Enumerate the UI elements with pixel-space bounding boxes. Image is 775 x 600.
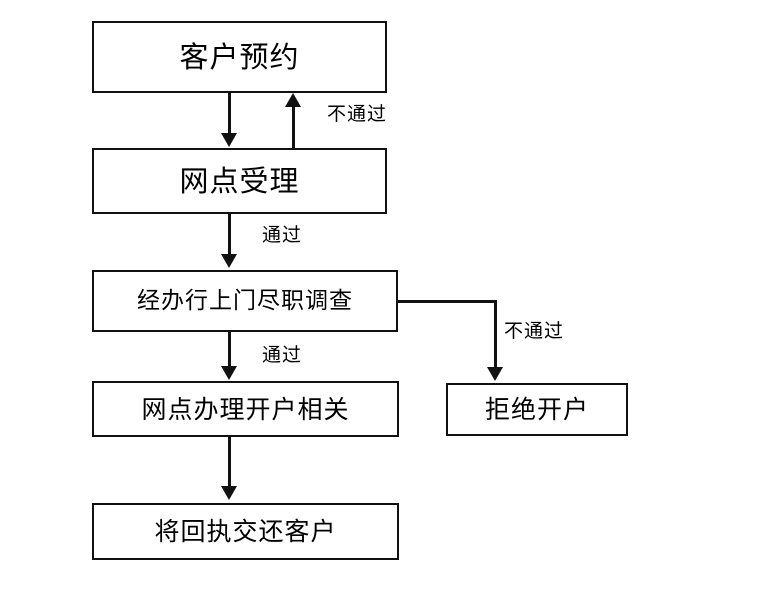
connector-diligence-to-reject-horizontal bbox=[396, 300, 497, 303]
flowchart-node-return-receipt[interactable]: 将回执交还客户 bbox=[92, 503, 399, 560]
edge-label-passed-to-open-account: 通过 bbox=[262, 344, 303, 366]
edge-label-not-passed-to-reject: 不通过 bbox=[504, 320, 565, 342]
connector-diligence-to-open-account-line bbox=[228, 332, 231, 369]
flowchart-node-open-account[interactable]: 网点办理开户相关 bbox=[92, 381, 399, 437]
flowchart-node-branch-acceptance[interactable]: 网点受理 bbox=[92, 148, 387, 214]
edge-label-passed-to-diligence: 通过 bbox=[262, 224, 303, 246]
connector-acceptance-to-appointment-line bbox=[292, 105, 295, 148]
connector-diligence-to-reject-vertical bbox=[494, 300, 497, 369]
connector-acceptance-to-appointment-arrowhead bbox=[285, 93, 301, 107]
node-label: 网点受理 bbox=[179, 163, 300, 198]
flowchart-node-due-diligence[interactable]: 经办行上门尽职调查 bbox=[92, 270, 398, 332]
node-label: 客户预约 bbox=[179, 39, 300, 74]
connector-acceptance-to-diligence-arrowhead bbox=[221, 254, 237, 268]
connector-appointment-to-acceptance-line bbox=[228, 93, 231, 136]
connector-appointment-to-acceptance-arrowhead bbox=[221, 133, 237, 147]
node-label: 将回执交还客户 bbox=[154, 517, 337, 546]
node-label: 网点办理开户相关 bbox=[141, 394, 350, 424]
flowchart-node-customer-appointment[interactable]: 客户预约 bbox=[92, 21, 387, 93]
node-label: 拒绝开户 bbox=[484, 395, 589, 424]
connector-diligence-to-reject-arrowhead bbox=[487, 367, 503, 381]
node-label: 经办行上门尽职调查 bbox=[137, 287, 353, 314]
flowchart-node-reject-account[interactable]: 拒绝开户 bbox=[446, 383, 628, 436]
edge-label-not-passed-to-appointment: 不通过 bbox=[327, 103, 388, 125]
connector-diligence-to-open-account-arrowhead bbox=[221, 366, 237, 380]
connector-open-account-to-receipt-line bbox=[228, 437, 231, 489]
connector-acceptance-to-diligence-line bbox=[228, 214, 231, 256]
connector-open-account-to-receipt-arrowhead bbox=[221, 486, 237, 500]
